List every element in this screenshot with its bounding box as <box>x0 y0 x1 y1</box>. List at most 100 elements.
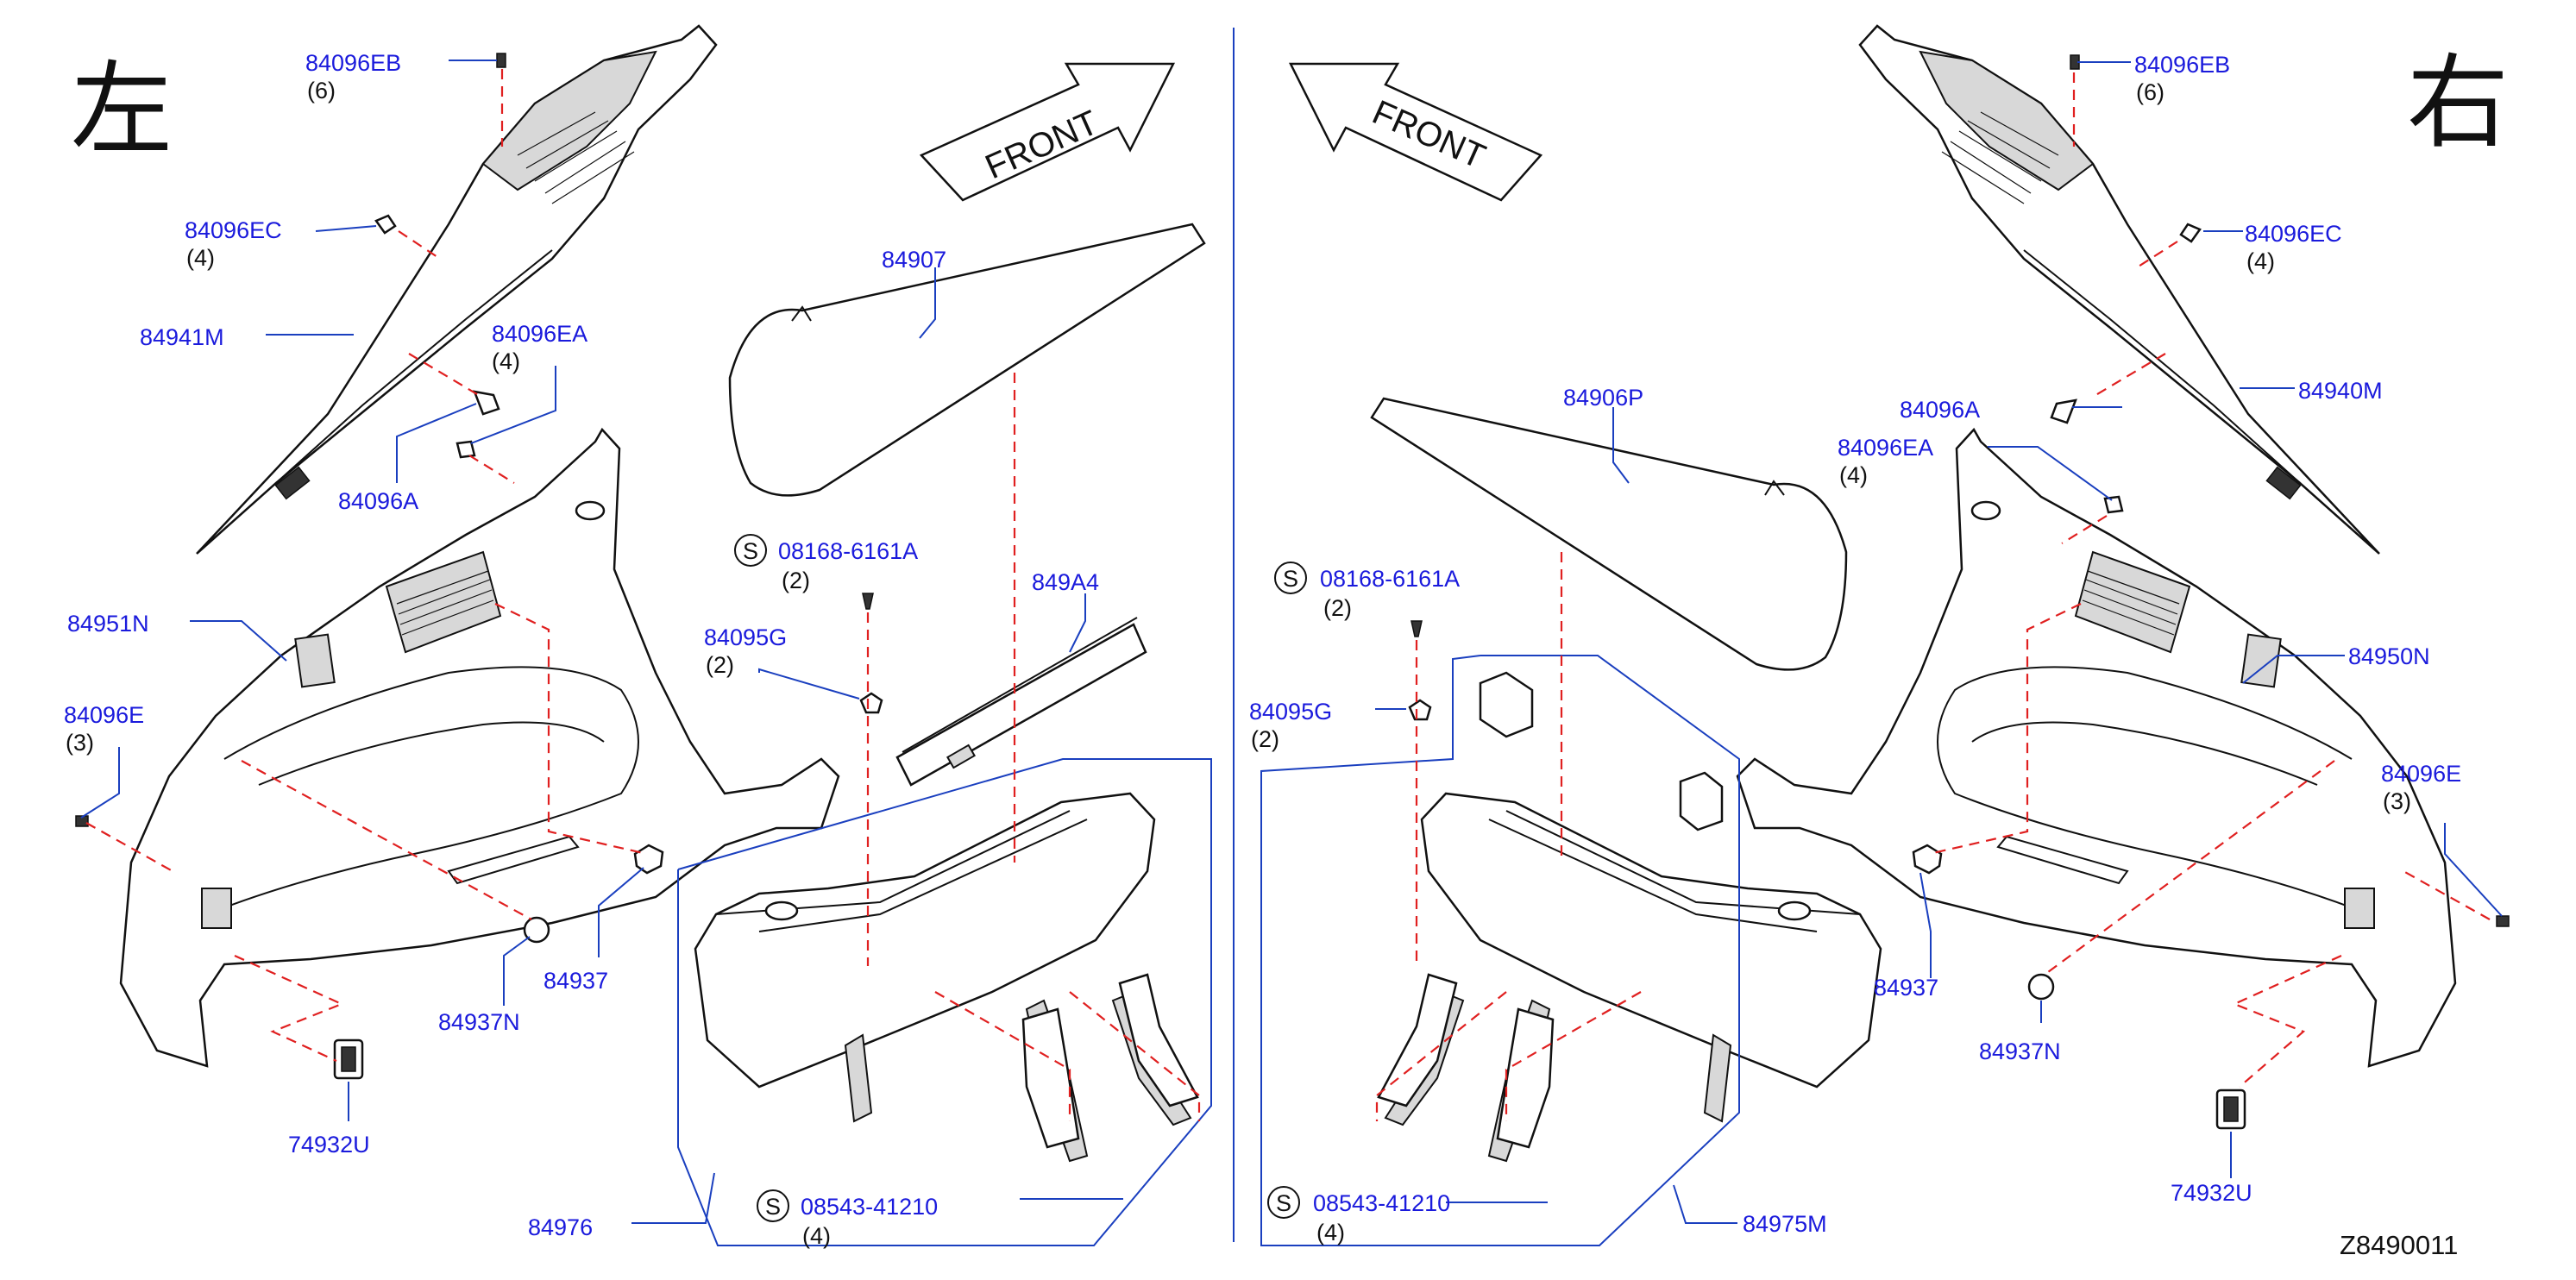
qty-84096e-left: (3) <box>66 730 94 756</box>
pn-84976: 84976 <box>528 1214 593 1240</box>
upper-pillar-trim-right <box>1858 24 2380 555</box>
callout-84096ea-right: 84096EA (4) <box>1838 435 1933 488</box>
clip-84096eb-left <box>496 53 506 68</box>
bolt-08168-left <box>862 593 874 610</box>
pn-84941m: 84941M <box>140 324 224 350</box>
pn-84095g-left: 84095G <box>704 624 787 650</box>
right-side-label: 右 <box>2407 43 2509 162</box>
callout-84095g-right: 84095G (2) <box>1249 699 1332 752</box>
pn-84950n: 84950N <box>2348 643 2430 669</box>
clip-84096ea-right <box>2103 495 2124 514</box>
brackets-right <box>1377 973 1555 1149</box>
box-74932u-left <box>333 1038 364 1080</box>
pn-84096a-left: 84096A <box>338 488 418 514</box>
qty-84096eb-left: (6) <box>307 78 336 104</box>
qty-84095g-left: (2) <box>706 652 734 678</box>
brackets-left <box>1021 973 1199 1149</box>
lower-quarter-trim-right <box>1736 427 2457 1068</box>
clip-84937-left <box>633 844 664 875</box>
clip-84937n-right <box>2027 973 2055 1001</box>
leaders-right <box>1260 61 2503 1246</box>
rail-849a4 <box>895 617 1147 787</box>
luggage-board-84907 <box>728 223 1206 497</box>
qty-84096e-right: (3) <box>2383 788 2411 814</box>
pn-84095g-right: 84095G <box>1249 699 1332 725</box>
upper-pillar-trim-left <box>196 24 718 555</box>
pn-84096ec-right: 84096EC <box>2245 221 2342 247</box>
screw-84096e-right <box>2496 915 2510 927</box>
drawing-code: Z8490011 <box>2340 1230 2458 1260</box>
clip-84095g-left <box>859 692 883 714</box>
dashes-right <box>1375 72 2491 1121</box>
qty-08543-left: (4) <box>802 1223 831 1249</box>
clip-84096a-right <box>2050 398 2077 424</box>
callout-08168-right: S 08168-6161A (2) <box>1274 562 1460 621</box>
pn-84937n-left: 84937N <box>438 1009 520 1035</box>
pn-08543-left: 08543-41210 <box>801 1194 938 1220</box>
pn-84096ea-left: 84096EA <box>492 321 587 347</box>
symbol-s-08168-left: S <box>743 538 758 564</box>
qty-84096ec-right: (4) <box>2246 248 2275 274</box>
luggage-board-84906p <box>1370 397 1848 671</box>
pn-84096ea-right: 84096EA <box>1838 435 1933 461</box>
callout-84095g-left: 84095G (2) <box>704 624 787 678</box>
symbol-s-08168-right: S <box>1283 566 1298 592</box>
qty-08168-left: (2) <box>782 568 810 593</box>
callout-84096e-left: 84096E (3) <box>64 702 144 756</box>
callout-08543-left: S 08543-41210 (4) <box>757 1189 938 1249</box>
pn-84096e-left: 84096E <box>64 702 144 728</box>
pn-84951n: 84951N <box>67 611 149 637</box>
qty-84095g-right: (2) <box>1251 726 1279 752</box>
qty-84096eb-right: (6) <box>2136 79 2164 105</box>
callout-84096eb-left: 84096EB (6) <box>305 50 401 104</box>
pn-74932u-left: 74932U <box>288 1132 370 1158</box>
callout-84096e-right: 84096E (3) <box>2381 761 2461 814</box>
clip-84096ea-left <box>456 440 476 459</box>
clip-84096ec-right <box>2179 223 2202 243</box>
pn-08168-left: 08168-6161A <box>778 538 918 564</box>
pn-84096eb-right: 84096EB <box>2134 52 2230 78</box>
clip-84937n-left <box>523 916 550 944</box>
bolt-08168-right <box>1411 620 1423 637</box>
clip-84096ec-left <box>374 214 397 235</box>
pn-84975m: 84975M <box>1743 1211 1827 1237</box>
clip-84937-right <box>1912 844 1943 875</box>
callout-08168-left: S 08168-6161A (2) <box>734 534 918 593</box>
front-arrow-right: FRONT <box>1288 62 1543 202</box>
qty-08168-right: (2) <box>1323 595 1352 621</box>
left-side-label: 左 <box>71 50 173 169</box>
symbol-s-08543-right: S <box>1276 1190 1291 1216</box>
pn-08543-right: 08543-41210 <box>1313 1190 1450 1216</box>
symbol-s-08543-left: S <box>765 1194 781 1220</box>
qty-84096ea-right: (4) <box>1839 462 1868 488</box>
foam-blocks-right <box>1479 671 1724 831</box>
callout-84096eb-right: 84096EB (6) <box>2134 52 2230 105</box>
pn-84096e-right: 84096E <box>2381 761 2461 787</box>
pn-84940m: 84940M <box>2298 378 2383 404</box>
screw-84096e-left <box>75 815 89 827</box>
qty-08543-right: (4) <box>1316 1220 1345 1245</box>
pn-84937-right: 84937 <box>1874 975 1938 1001</box>
pn-84907: 84907 <box>882 247 946 273</box>
front-arrow-left: FRONT <box>919 62 1176 202</box>
callout-84096ec-right: 84096EC (4) <box>2245 221 2342 274</box>
clip-84096a-left <box>473 390 500 416</box>
clip-84095g-right <box>1408 699 1432 721</box>
callout-84096ec-left: 84096EC (4) <box>185 217 282 271</box>
pn-08168-right: 08168-6161A <box>1320 566 1460 592</box>
pn-84937-left: 84937 <box>543 968 608 994</box>
floor-box-84976 <box>694 792 1192 1163</box>
pn-84096a-right: 84096A <box>1900 397 1980 423</box>
pn-84096eb-left: 84096EB <box>305 50 401 76</box>
pn-84937n-right: 84937N <box>1979 1038 2061 1064</box>
qty-84096ec-left: (4) <box>186 245 215 271</box>
box-74932u-right <box>2215 1089 2246 1130</box>
floor-box-84975m <box>1384 792 1882 1163</box>
pn-74932u-right: 74932U <box>2171 1180 2252 1206</box>
lower-quarter-trim-left <box>119 427 840 1068</box>
qty-84096ea-left: (4) <box>492 348 520 374</box>
callout-08543-right: S 08543-41210 (4) <box>1267 1186 1450 1245</box>
leaders-left <box>80 60 1212 1246</box>
callout-84096ea-left: 84096EA (4) <box>492 321 587 374</box>
